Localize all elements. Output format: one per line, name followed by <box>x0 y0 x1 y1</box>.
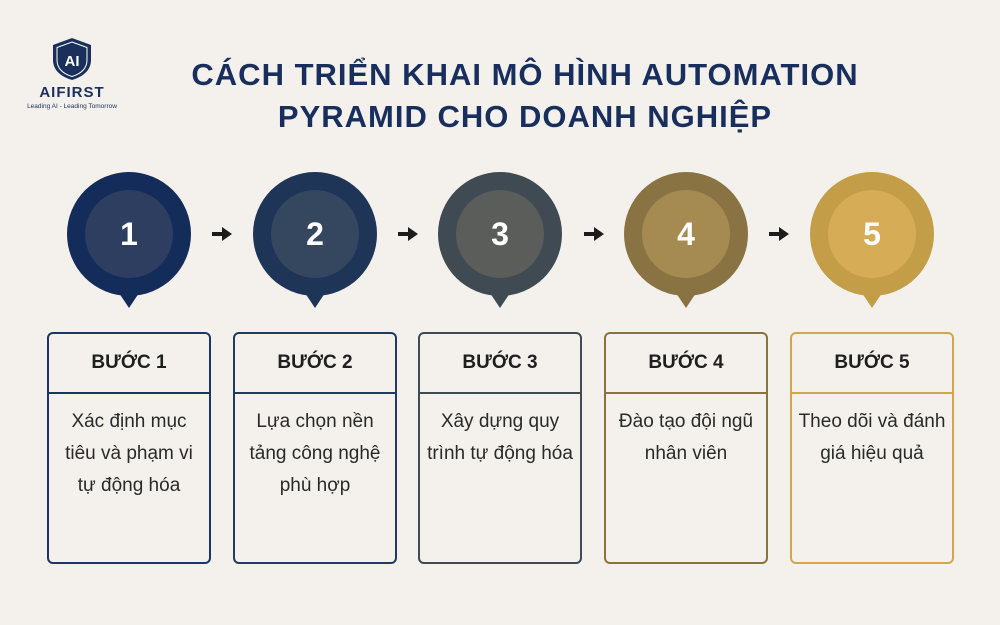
title-line-1: CÁCH TRIỂN KHAI MÔ HÌNH AUTOMATION <box>191 57 859 92</box>
step-pin-icon <box>438 172 562 308</box>
step-heading: BƯỚC 5 <box>792 334 952 394</box>
step-number: 1 <box>120 216 138 252</box>
step-description: Đào tạo đội ngũ nhân viên <box>618 411 754 464</box>
step-card: BƯỚC 2 Lựa chọn nền tảng công nghệ phù hợ… <box>233 332 397 564</box>
step-number: 2 <box>306 216 324 252</box>
step-card: BƯỚC 1 Xác định mục tiêu và phạm vi tự độ… <box>47 332 211 564</box>
step-description: Xác định mục tiêu và phạm vi tự động hóa <box>65 411 193 496</box>
step-heading: BƯỚC 4 <box>606 334 766 394</box>
step-card: BƯỚC 3 Xây dựng quy trình tự động hóa <box>418 332 582 564</box>
step-pin-icon <box>810 172 934 308</box>
right-arrow-icon <box>398 227 418 241</box>
step-number: 5 <box>863 216 881 252</box>
step-number: 3 <box>491 216 509 252</box>
step-card: BƯỚC 4 Đào tạo đội ngũ nhân viên <box>604 332 768 564</box>
title-line-2: PYRAMID CHO DOANH NGHIỆP <box>277 99 773 134</box>
step-card: BƯỚC 5 Theo dõi và đánh giá hiệu quả <box>790 332 954 564</box>
right-arrow-icon <box>584 227 604 241</box>
step-pin-icon <box>624 172 748 308</box>
logo-mark: AI <box>65 53 80 70</box>
step-heading: BƯỚC 1 <box>49 334 209 394</box>
step-heading: BƯỚC 3 <box>420 334 580 394</box>
page-title: CÁCH TRIỂN KHAI MÔ HÌNH AUTOMATION PYRAM… <box>130 54 920 138</box>
step-description: Xây dựng quy trình tự động hóa <box>427 411 573 464</box>
right-arrow-icon <box>769 227 789 241</box>
shield-logo-icon: AI <box>53 38 91 80</box>
brand-logo: AI AIFIRST Leading AI - Leading Tomorrow <box>22 36 122 110</box>
logo-tagline: Leading AI - Leading Tomorrow <box>27 103 117 110</box>
step-description: Lựa chọn nền tảng công nghệ phù hợp <box>249 411 381 496</box>
step-heading: BƯỚC 2 <box>235 334 395 394</box>
right-arrow-icon <box>212 227 232 241</box>
step-description: Theo dõi và đánh giá hiệu quả <box>798 411 946 464</box>
step-pin-icon <box>253 172 377 308</box>
step-number: 4 <box>677 216 695 252</box>
logo-name: AIFIRST <box>39 84 105 101</box>
step-pin-icon <box>67 172 191 308</box>
